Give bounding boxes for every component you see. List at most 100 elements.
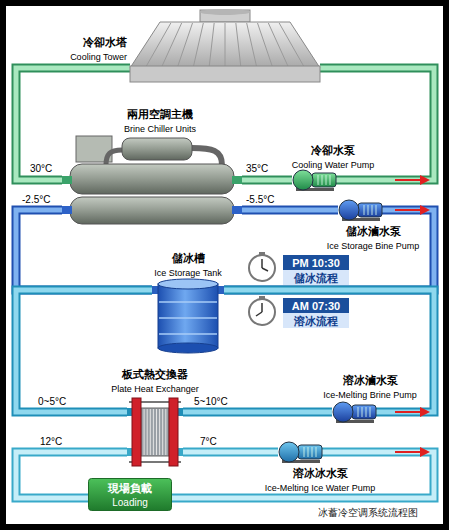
flow-arrow bbox=[395, 407, 430, 417]
component-name: 冷卻水塔 bbox=[83, 36, 127, 48]
condenser-shell bbox=[70, 164, 234, 194]
box-subtitle: 溶冰流程 bbox=[294, 315, 338, 327]
pump-volute bbox=[293, 170, 313, 190]
box-title: 現場負載 bbox=[108, 482, 152, 494]
box-fill bbox=[89, 479, 172, 511]
clock-hand bbox=[256, 312, 262, 316]
text-row: 溶冰流程 bbox=[283, 313, 349, 328]
pump-motor bbox=[312, 173, 336, 187]
pipe-connector bbox=[224, 290, 434, 412]
motor-fin bbox=[376, 205, 377, 215]
component-name-english: Plate Heat Exchanger bbox=[111, 384, 199, 394]
clock-icon bbox=[249, 252, 275, 281]
component-name: 兩用空調主機 bbox=[127, 108, 193, 120]
clock-face bbox=[249, 255, 275, 281]
pump-symbol-drawing bbox=[292, 169, 336, 191]
tower-slat bbox=[279, 23, 304, 67]
motor-fin bbox=[330, 175, 331, 185]
fan-stack bbox=[200, 10, 250, 22]
flow-arrow bbox=[395, 447, 430, 457]
flow-arrow-head bbox=[420, 407, 430, 417]
flow-arrow-head bbox=[420, 447, 430, 457]
frame-plate bbox=[169, 398, 178, 466]
pipe-connector bbox=[183, 452, 278, 453]
flow-arrow-head bbox=[420, 175, 430, 185]
label-row: 板式熱交換器 bbox=[85, 366, 225, 381]
refrigerant-pipe bbox=[106, 150, 122, 165]
pipe-core bbox=[16, 68, 130, 180]
pipe-connector bbox=[242, 180, 292, 181]
load-box: 現場負載Loading bbox=[88, 478, 172, 511]
pump-volute bbox=[279, 442, 299, 462]
tower-slat bbox=[209, 23, 214, 67]
label-row: Cooling Tower bbox=[55, 49, 127, 63]
plate-line bbox=[162, 409, 163, 455]
pipe-nozzle bbox=[232, 206, 242, 214]
pipe-core bbox=[242, 178, 292, 183]
ice-storage-tank: 儲冰槽Ice Storage Tank bbox=[152, 278, 224, 354]
plate-line bbox=[144, 409, 145, 455]
label-row: Ice Storage Tank bbox=[138, 265, 238, 279]
motor-fin bbox=[370, 407, 371, 417]
label-row: 冷卻水塔 bbox=[55, 34, 127, 49]
tank-top bbox=[158, 279, 218, 289]
pump-motor bbox=[298, 445, 322, 459]
node-label: 溶冰冰水泵 Ice-Melting Ice Water Pump bbox=[240, 465, 400, 494]
plate-heat-exchanger: 板式熱交換器Plate Heat Exchanger bbox=[127, 398, 183, 466]
temperature-label: -2.5°C bbox=[22, 194, 50, 205]
pump-symbol: 儲冰滷水泵Ice Storage Bine Pump bbox=[338, 199, 382, 221]
timer-box: PM 10:30儲冰流程 bbox=[283, 255, 349, 285]
flow-arrow bbox=[395, 175, 430, 185]
node-label: 儲冰滷水泵Ice Storage Bine Pump bbox=[318, 223, 428, 252]
plate-line bbox=[156, 409, 157, 455]
plate-heat-exchanger-drawing bbox=[127, 398, 183, 466]
component-name: 溶冰冰水泵 bbox=[293, 467, 348, 479]
chiller-unit: 兩用空調主機Brine Chiller Units bbox=[62, 134, 242, 226]
pump-motor bbox=[352, 405, 376, 419]
pipe-wall bbox=[224, 290, 434, 412]
tower-slat bbox=[268, 23, 288, 67]
flow-arrow-shaft bbox=[395, 179, 421, 181]
clock-knob bbox=[259, 296, 265, 299]
motor-fin bbox=[368, 205, 369, 215]
component-name: 溶冰滷水泵 bbox=[343, 374, 398, 386]
node-label: 冷卻水塔Cooling Tower bbox=[55, 34, 127, 63]
tower-slat bbox=[247, 23, 257, 67]
text-row: 儲冰流程 bbox=[283, 270, 349, 285]
pipe-nozzle bbox=[178, 408, 183, 416]
tower-slat bbox=[162, 23, 182, 67]
motor-fin bbox=[308, 447, 309, 457]
clock-hand bbox=[262, 268, 268, 271]
text-row: 現場負載 bbox=[88, 480, 172, 495]
tower-basin bbox=[130, 66, 320, 82]
compressor bbox=[122, 138, 192, 160]
component-name: 冷卻水泵 bbox=[311, 144, 355, 156]
plate-pack bbox=[141, 408, 169, 456]
component-name-english: Ice-Melting Ice Water Pump bbox=[265, 483, 376, 493]
plate-line bbox=[159, 409, 160, 455]
component-name-english: Ice Storage Bine Pump bbox=[327, 241, 420, 251]
component-name-english: Ice Storage Tank bbox=[154, 268, 221, 278]
pipe-nozzle bbox=[127, 408, 132, 416]
tank-body bbox=[158, 284, 218, 348]
box-content: PM 10:30儲冰流程 bbox=[283, 255, 349, 285]
ice-storage-tank-drawing bbox=[152, 278, 224, 354]
plate-line bbox=[147, 409, 148, 455]
pipe-nozzle bbox=[62, 206, 72, 214]
cooling-tower-drawing bbox=[130, 10, 320, 84]
label-row: Cooling Water Pump bbox=[278, 157, 388, 171]
pump-symbol-drawing bbox=[332, 401, 376, 423]
fan-rim bbox=[200, 9, 250, 15]
clock-hand bbox=[261, 259, 263, 268]
tower-slat bbox=[146, 23, 171, 67]
flow-arrow bbox=[395, 205, 430, 215]
tower-slat bbox=[236, 23, 241, 67]
frame-plate bbox=[132, 398, 141, 466]
label-row: 溶冰滷水泵 bbox=[312, 372, 428, 387]
label-row: 儲冰槽 bbox=[138, 250, 238, 265]
component-name-english: Cooling Water Pump bbox=[292, 160, 375, 170]
motor-fin bbox=[304, 447, 305, 457]
pipe-connector bbox=[224, 210, 434, 290]
